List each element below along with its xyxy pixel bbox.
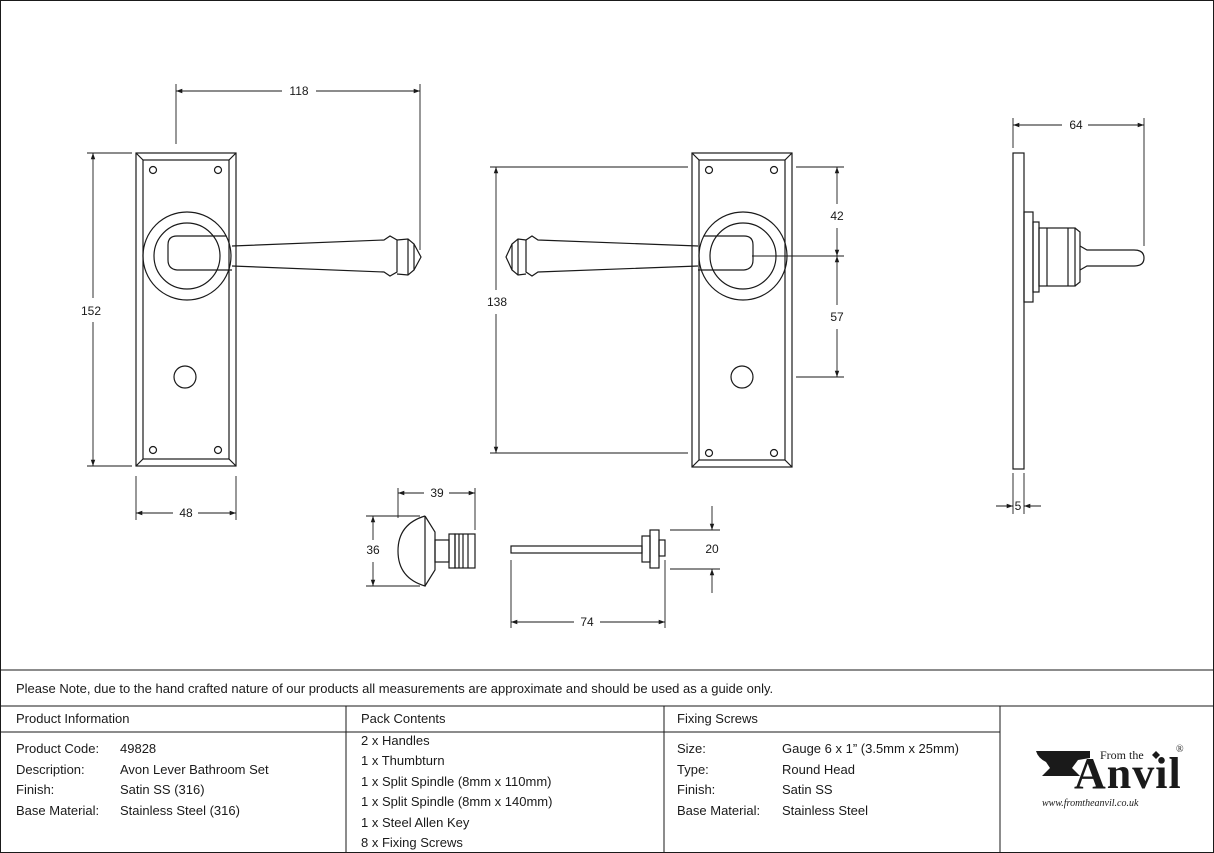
spindle xyxy=(510,529,666,569)
measurement-note: Please Note, due to the hand crafted nat… xyxy=(16,681,774,696)
product-info-header: Product Information xyxy=(16,711,130,726)
dim-rear-height: 138 xyxy=(487,295,507,309)
base-material-label: Base Material: xyxy=(16,803,100,818)
screw-material-label: Base Material: xyxy=(677,803,761,818)
dim-rear-upper: 42 xyxy=(830,209,844,223)
dim-thumbturn-height: 36 xyxy=(366,543,380,557)
logo-brand-name: Anvil xyxy=(1074,749,1182,798)
screw-finish-label: Finish: xyxy=(677,782,716,797)
logo-from-the: From the xyxy=(1100,748,1144,762)
pack-item: 1 x Split Spindle (8mm x 110mm) xyxy=(361,774,552,789)
dim-thumbturn-length: 39 xyxy=(430,486,444,500)
logo-registered-mark: ® xyxy=(1176,744,1184,755)
dim-front-width-top: 118 xyxy=(289,84,308,98)
screw-material-value: Stainless Steel xyxy=(782,803,868,818)
logo-diamond-icon xyxy=(1152,751,1160,759)
screw-type-value: Round Head xyxy=(782,762,855,777)
pack-item: 2 x Handles xyxy=(361,733,430,748)
front-view-backplate xyxy=(135,152,237,467)
dim-rear-lower: 57 xyxy=(830,310,844,324)
base-material-value: Stainless Steel (316) xyxy=(120,803,240,818)
rear-view-backplate xyxy=(691,152,793,468)
screw-size-value: Gauge 6 x 1” (3.5mm x 25mm) xyxy=(782,741,959,756)
logo-url: www.fromtheanvil.co.uk xyxy=(1042,798,1139,809)
dim-spindle-length: 74 xyxy=(580,615,594,629)
screw-type-label: Type: xyxy=(677,762,709,777)
thumbturn xyxy=(397,515,476,587)
product-code-label: Product Code: xyxy=(16,741,100,756)
description-value: Avon Lever Bathroom Set xyxy=(120,762,269,777)
dim-front-plate-width: 48 xyxy=(179,506,193,520)
description-label: Description: xyxy=(16,762,85,777)
front-view-lever xyxy=(142,211,422,301)
dim-side-plate-thickness: 5 xyxy=(1015,499,1022,513)
anvil-icon xyxy=(1036,751,1090,776)
dim-spindle-height: 20 xyxy=(705,542,719,556)
screw-size-label: Size: xyxy=(677,741,706,756)
fixing-screws-header: Fixing Screws xyxy=(677,711,758,726)
screw-finish-value: Satin SS xyxy=(782,782,833,797)
finish-value: Satin SS (316) xyxy=(120,782,205,797)
pack-item: 8 x Fixing Screws xyxy=(361,835,463,850)
dim-side-projection: 64 xyxy=(1069,118,1083,132)
rear-view-lever xyxy=(505,211,788,301)
side-view-handle xyxy=(1012,152,1145,470)
pack-item: 1 x Thumbturn xyxy=(361,753,445,768)
pack-contents-header: Pack Contents xyxy=(361,711,446,726)
pack-item: 1 x Split Spindle (8mm x 140mm) xyxy=(361,794,553,809)
pack-item: 1 x Steel Allen Key xyxy=(361,815,470,830)
dim-front-height: 152 xyxy=(81,304,101,318)
finish-label: Finish: xyxy=(16,782,55,797)
product-code-value: 49828 xyxy=(120,741,157,756)
